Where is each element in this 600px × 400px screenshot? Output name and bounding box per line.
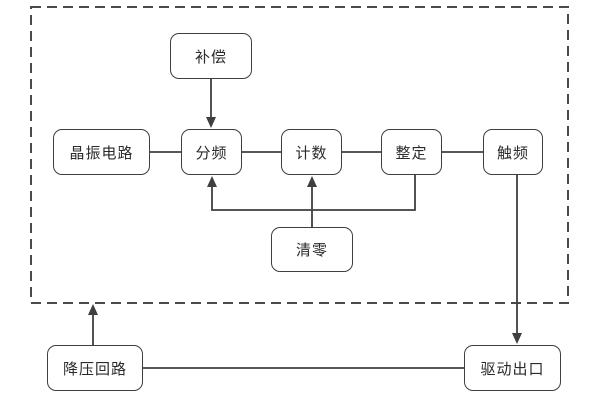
node-setting: 整定	[381, 129, 442, 175]
arrowhead-into-jishu-bottom	[307, 176, 317, 187]
arrowhead-into-fenpin-top	[206, 117, 216, 128]
arrowhead-into-qudong-top	[512, 333, 522, 344]
arrowhead-into-fenpin-bottom	[207, 176, 217, 187]
edge-zhengding-fenpin-feedback	[211, 175, 416, 211]
node-compensation: 补偿	[170, 33, 252, 79]
node-drive-output: 驱动出口	[464, 345, 561, 391]
node-counter: 计数	[281, 129, 342, 175]
node-frequency-divider: 分频	[181, 129, 242, 175]
node-trigger-frequency: 触频	[483, 129, 543, 175]
node-reset: 清零	[271, 227, 353, 272]
node-stepdown-circuit: 降压回路	[47, 345, 143, 391]
arrowhead-into-boundary-bottom	[88, 304, 98, 315]
node-crystal-oscillator: 晶振电路	[53, 129, 150, 175]
